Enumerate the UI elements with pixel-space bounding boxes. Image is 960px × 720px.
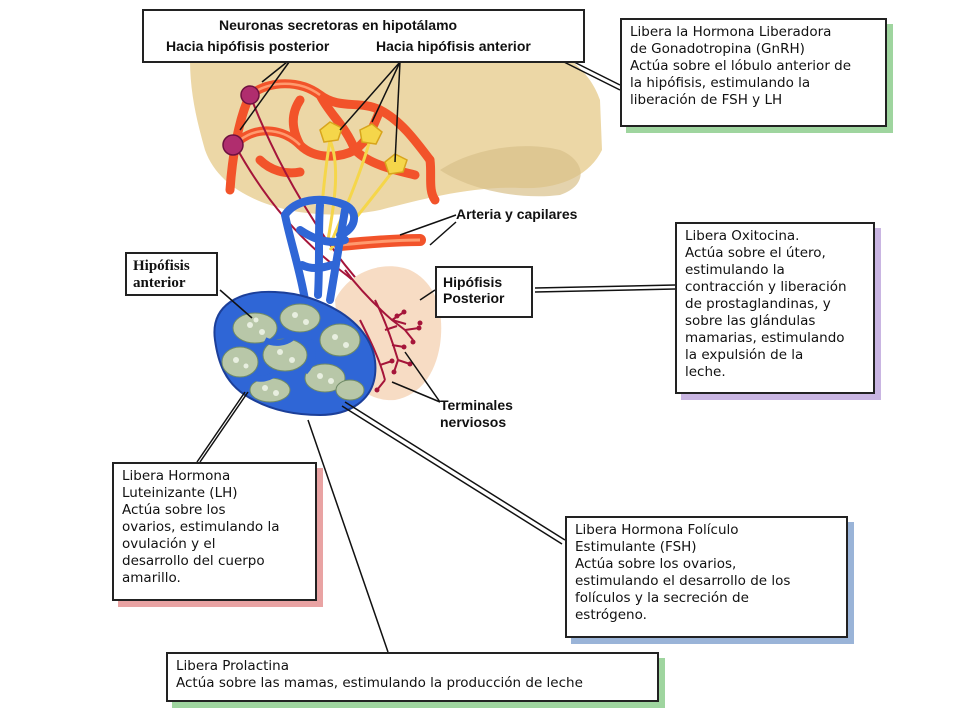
label-hipofisis-anterior: Hipófisis anterior — [125, 252, 218, 296]
secretory-neuron-2 — [222, 134, 244, 156]
top-label-posterior: Hacia hipófisis posterior — [166, 38, 330, 54]
box-lh: Libera Hormona Luteinizante (LH) Actúa s… — [112, 462, 317, 601]
box-fsh: Libera Hormona Folículo Estimulante (FSH… — [565, 516, 848, 638]
anterior-inner-vessels — [254, 335, 316, 382]
top-label-title: Neuronas secretoras en hipotálamo — [219, 17, 458, 33]
box-gnrh: Libera la Hormona Liberadora de Gonadotr… — [620, 18, 887, 127]
tissue-fold — [440, 146, 581, 197]
label-arteria: Arteria y capilares — [456, 206, 578, 222]
portal-vessels — [281, 195, 358, 304]
anterior-neurons — [319, 121, 408, 175]
box-prolactina: Libera Prolactina Actúa sobre las mamas,… — [166, 652, 659, 702]
label-hipofisis-posterior: Hipófisis Posterior — [435, 266, 533, 318]
top-label-box: Neuronas secretoras en hipotálamo Hacia … — [142, 9, 585, 63]
box-oxitocina: Libera Oxitocina. Actúa sobre el útero, … — [675, 222, 875, 394]
secretory-neuron-1 — [240, 85, 260, 105]
cell-nuclei — [233, 312, 349, 396]
anterior-lobe-cells — [221, 303, 365, 403]
top-label-anterior: Hacia hipófisis anterior — [376, 38, 531, 54]
pointer-lines — [219, 57, 457, 403]
label-terminales: Terminales nerviosos — [440, 397, 513, 430]
